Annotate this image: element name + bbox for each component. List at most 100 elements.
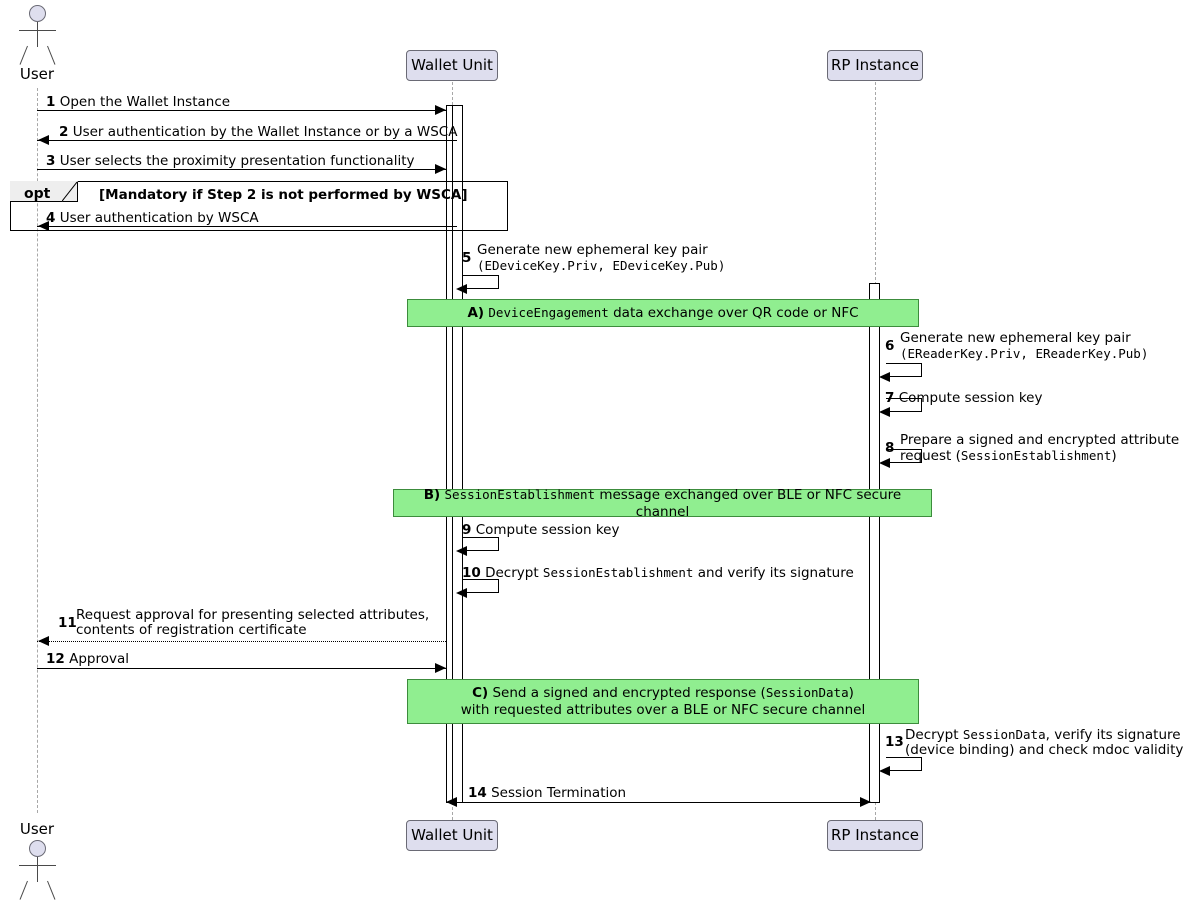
message-14-text: Session Termination bbox=[491, 785, 627, 801]
opt-fragment-operator: opt bbox=[24, 186, 51, 202]
message-11-line bbox=[37, 641, 446, 642]
message-3-line bbox=[37, 169, 446, 170]
message-13-text-mono: SessionData bbox=[962, 727, 1046, 742]
message-1-text: Open the Wallet Instance bbox=[59, 94, 231, 110]
actor-leg-right-top bbox=[47, 45, 56, 65]
opt-fragment-condition: [Mandatory if Step 2 is not performed by… bbox=[99, 187, 468, 203]
message-1-label: 1 Open the Wallet Instance bbox=[46, 95, 230, 110]
message-9-selfloop bbox=[463, 537, 499, 551]
actor-leg-left-bottom bbox=[19, 880, 28, 900]
message-5-text: Generate new ephemeral key pair bbox=[477, 242, 708, 258]
note-c-marker: C) bbox=[472, 685, 489, 701]
message-14-arrowhead-left bbox=[446, 797, 457, 807]
actor-arms-bottom bbox=[19, 865, 56, 866]
message-2-arrowhead bbox=[38, 135, 49, 145]
message-14-number: 14 bbox=[468, 785, 487, 801]
message-10-selfloop bbox=[463, 579, 499, 593]
message-8-text: Prepare a signed and encrypted attribute bbox=[900, 432, 1180, 448]
message-10-number: 10 bbox=[462, 565, 481, 581]
message-13-selfloop bbox=[886, 757, 922, 771]
message-3-arrowhead bbox=[435, 164, 446, 174]
note-a-text: data exchange over QR code or NFC bbox=[608, 305, 859, 321]
message-8-text-mono: SessionEstablishment bbox=[960, 448, 1112, 463]
participant-rp-instance-top[interactable]: RP Instance bbox=[827, 50, 923, 81]
actor-body-bottom bbox=[37, 857, 38, 882]
message-7-text: Compute session key bbox=[898, 390, 1043, 406]
message-9-label: 9 Compute session key bbox=[462, 523, 619, 538]
message-8-label: 8 Prepare a signed and encrypted attribu… bbox=[885, 433, 1179, 464]
message-2-text: User authentication by the Wallet Instan… bbox=[72, 124, 458, 140]
message-14-label: 14 Session Termination bbox=[468, 786, 626, 801]
message-8-text2: request ( bbox=[900, 448, 961, 464]
message-5-arrowhead bbox=[456, 284, 467, 294]
message-5-selfloop bbox=[463, 275, 499, 289]
message-14-arrowhead-right bbox=[860, 797, 871, 807]
participant-wallet-unit-bottom[interactable]: Wallet Unit bbox=[406, 820, 498, 851]
message-4-line bbox=[37, 226, 457, 227]
note-a-marker: A) bbox=[467, 305, 485, 321]
message-11-text2: contents of registration certificate bbox=[76, 622, 307, 638]
actor-body-top bbox=[37, 22, 38, 47]
note-b: B) SessionEstablishment message exchange… bbox=[393, 486, 932, 520]
message-4-number: 4 bbox=[46, 210, 56, 226]
message-6-arrowhead bbox=[879, 372, 890, 382]
message-7-selfloop bbox=[886, 398, 922, 412]
note-a-mono: DeviceEngagement bbox=[488, 305, 609, 320]
message-11-text: Request approval for presenting selected… bbox=[76, 607, 430, 623]
message-5-text-mono: (EDeviceKey.Priv, EDeviceKey.Pub) bbox=[477, 258, 726, 273]
message-8-selfloop bbox=[886, 449, 922, 463]
actor-leg-left-top bbox=[19, 45, 28, 65]
message-10-text-post: and verify its signature bbox=[693, 565, 854, 581]
note-b-marker: B) bbox=[423, 486, 441, 503]
message-14-line bbox=[452, 802, 872, 803]
note-c-line2: with requested attributes over a BLE or … bbox=[460, 702, 866, 718]
actor-leg-right-bottom bbox=[47, 880, 56, 900]
participant-rp-instance-bottom[interactable]: RP Instance bbox=[827, 820, 923, 851]
note-a: A) DeviceEngagement data exchange over Q… bbox=[407, 299, 919, 327]
message-9-number: 9 bbox=[462, 522, 472, 538]
actor-label-bottom: User bbox=[19, 820, 55, 838]
message-6-label: 6 Generate new ephemeral key pair (ERead… bbox=[885, 330, 1149, 362]
message-6-text: Generate new ephemeral key pair bbox=[900, 330, 1131, 346]
message-1-line bbox=[37, 110, 446, 111]
message-12-text: Approval bbox=[69, 651, 129, 667]
message-6-selfloop bbox=[886, 363, 922, 377]
message-11-label: 11 Request approval for presenting selec… bbox=[58, 608, 429, 638]
participant-wallet-unit-top[interactable]: Wallet Unit bbox=[406, 50, 498, 81]
message-13-text-pre: Decrypt bbox=[905, 727, 963, 743]
message-10-arrowhead bbox=[456, 588, 467, 598]
opt-fragment-box bbox=[10, 181, 508, 231]
message-3-number: 3 bbox=[46, 153, 56, 169]
actor-arms-top bbox=[19, 30, 56, 31]
message-13-arrowhead bbox=[879, 766, 890, 776]
message-13-label: 13 Decrypt SessionData, verify its signa… bbox=[885, 727, 1183, 758]
note-c-mono: SessionData bbox=[765, 685, 849, 700]
message-4-arrowhead bbox=[38, 221, 49, 231]
message-11-number: 11 bbox=[58, 615, 77, 631]
message-10-label: 10 Decrypt SessionEstablishment and veri… bbox=[462, 565, 854, 581]
message-13-text2: (device binding) and check mdoc validity bbox=[905, 742, 1184, 758]
actor-head-top bbox=[29, 5, 46, 22]
message-4-text: User authentication by WSCA bbox=[59, 210, 259, 226]
message-12-arrowhead bbox=[435, 663, 446, 673]
note-c-text-pre: Send a signed and encrypted response ( bbox=[492, 685, 766, 701]
note-b-mono: SessionEstablishment bbox=[444, 486, 596, 502]
message-13-number: 13 bbox=[885, 734, 904, 750]
message-13-text-post: , verify its signature bbox=[1045, 727, 1181, 743]
message-12-label: 12 Approval bbox=[46, 652, 129, 667]
actor-label-top: User bbox=[19, 65, 55, 83]
message-8-number: 8 bbox=[885, 440, 895, 456]
message-6-text-mono: (EReaderKey.Priv, EReaderKey.Pub) bbox=[900, 346, 1149, 361]
message-9-text: Compute session key bbox=[475, 522, 620, 538]
message-3-label: 3 User selects the proximity presentatio… bbox=[46, 154, 414, 169]
message-4-label: 4 User authentication by WSCA bbox=[46, 211, 259, 226]
message-9-arrowhead bbox=[456, 546, 467, 556]
message-5-label: 5 Generate new ephemeral key pair (EDevi… bbox=[462, 242, 726, 274]
message-8-text-tail: ) bbox=[1111, 448, 1117, 464]
lifeline-user bbox=[37, 88, 38, 813]
message-3-text: User selects the proximity presentation … bbox=[59, 153, 415, 169]
message-7-arrowhead bbox=[879, 407, 890, 417]
message-1-number: 1 bbox=[46, 94, 56, 110]
note-c-text-post: ) bbox=[848, 685, 854, 701]
